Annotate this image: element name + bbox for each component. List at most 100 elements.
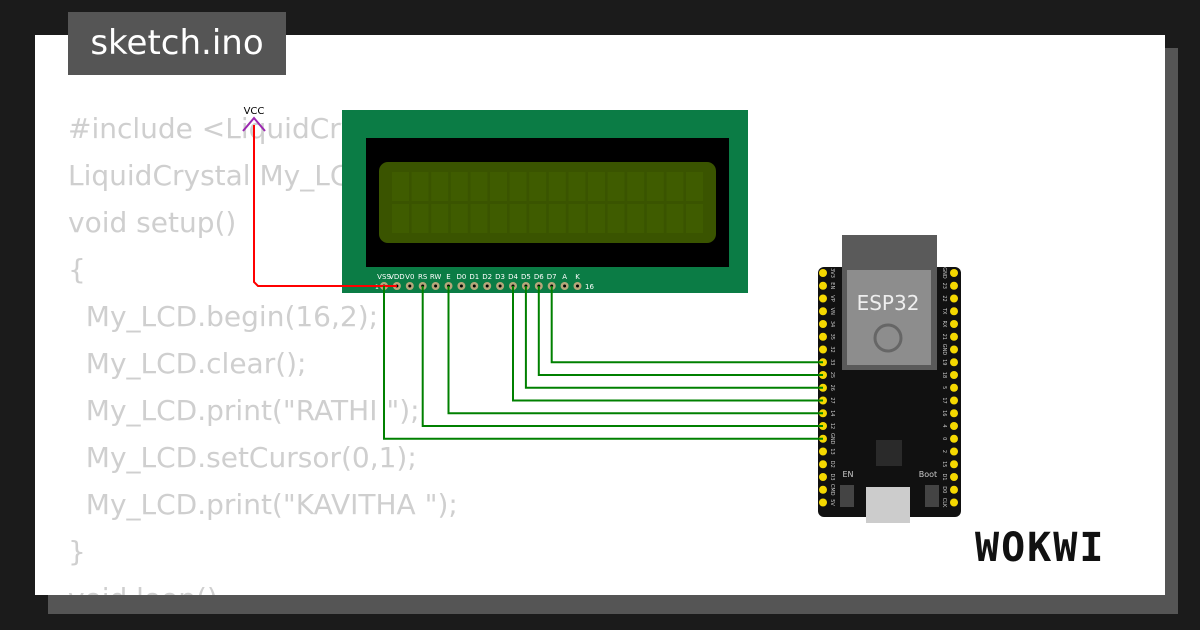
esp32-pin[interactable]	[950, 345, 958, 354]
en-label: EN	[842, 470, 853, 479]
en-button[interactable]	[840, 485, 854, 507]
boot-button[interactable]	[925, 485, 939, 507]
esp32-pin[interactable]	[819, 485, 827, 494]
esp32-pin-label: 3V3	[829, 268, 835, 278]
esp32-pin[interactable]	[819, 294, 827, 303]
esp32-pin-label: 34	[829, 321, 835, 327]
esp32-pin-label: EN	[829, 282, 835, 289]
wire-vss-gnd[interactable]	[383, 286, 823, 440]
esp32-pin[interactable]	[950, 332, 958, 341]
lcd-cell	[490, 172, 507, 201]
esp32-pin[interactable]	[950, 358, 958, 367]
lcd-cell	[548, 204, 566, 233]
esp32-pin-label: VN	[829, 308, 835, 315]
lcd-cell	[450, 204, 468, 233]
wire-rs-12[interactable]	[421, 286, 823, 427]
esp32-pin[interactable]	[950, 320, 958, 328]
esp32-pin-label: 18	[941, 372, 947, 378]
esp32-pin[interactable]	[819, 345, 827, 354]
esp32-pin[interactable]	[950, 409, 958, 418]
wire-d5-26[interactable]	[524, 286, 823, 389]
espressif-logo-icon	[873, 323, 903, 353]
esp32-pin[interactable]	[950, 383, 958, 392]
esp32-pin[interactable]	[950, 460, 958, 469]
esp32-pin[interactable]	[950, 371, 958, 379]
esp32-pin-label: GND	[941, 267, 947, 279]
esp32-board[interactable]: ESP32 EN Boot 3V3ENVPVN34353233252627141…	[818, 235, 961, 523]
wire-e-14[interactable]	[447, 286, 824, 415]
esp32-pin-label: 23	[941, 283, 947, 289]
file-tab-title: sketch.ino	[68, 12, 286, 75]
esp32-pin-label: 32	[829, 346, 835, 352]
esp32-pin-label: GND	[829, 433, 835, 445]
esp32-pin[interactable]	[950, 269, 958, 277]
esp32-pin-label: D2	[829, 461, 835, 468]
esp32-pin-label: 27	[829, 397, 835, 403]
esp32-pin[interactable]	[819, 460, 827, 469]
esp32-pin[interactable]	[950, 281, 958, 290]
esp32-pin[interactable]	[819, 269, 827, 277]
lcd-cell	[686, 204, 703, 233]
lcd-cell	[392, 204, 409, 233]
esp32-pin[interactable]	[819, 281, 827, 290]
lcd-pin-label: K	[575, 273, 580, 281]
esp32-pin[interactable]	[950, 294, 958, 303]
lcd-cell	[568, 172, 586, 201]
wire-vdd-vcc[interactable]	[253, 125, 397, 287]
lcd-cell	[627, 204, 645, 233]
esp32-pin[interactable]	[819, 320, 827, 328]
esp32-pin[interactable]	[819, 332, 827, 341]
wire-d4-27[interactable]	[512, 286, 823, 402]
lcd-cell	[392, 172, 409, 201]
esp32-pin-label: 19	[941, 359, 947, 365]
esp32-pin-label: D3	[829, 473, 835, 480]
esp32-pin-label: TX	[941, 307, 947, 315]
lcd-cell	[470, 172, 488, 201]
esp32-pin[interactable]	[950, 307, 958, 316]
lcd-pin-label: D1	[469, 273, 479, 281]
lcd-cell	[588, 204, 605, 233]
esp32-pin-label: D0	[941, 486, 947, 493]
esp32-pin[interactable]	[950, 422, 958, 430]
esp32-pin[interactable]	[950, 485, 958, 494]
lcd-cell	[509, 172, 527, 201]
lcd-cell	[490, 204, 507, 233]
boot-label: Boot	[919, 470, 937, 479]
esp32-pin[interactable]	[950, 473, 958, 481]
lcd-pin-first-label: 1	[375, 284, 379, 291]
lcd-pin-label: D6	[534, 273, 544, 281]
lcd-cell	[431, 204, 449, 233]
esp32-pin-label: GND	[941, 344, 947, 356]
code-line: {	[68, 253, 86, 286]
lcd-pin-label: V0	[405, 273, 414, 281]
esp32-chip-label: ESP32	[857, 291, 920, 315]
esp32-pin-label: 33	[829, 359, 835, 365]
wokwi-logo: WOKWI	[975, 525, 1106, 571]
esp32-pin[interactable]	[950, 447, 958, 456]
esp32-pin-label: 2	[941, 450, 947, 453]
lcd-cell	[588, 172, 605, 201]
lcd-cell	[686, 172, 703, 201]
esp32-pin-label: 12	[829, 423, 835, 429]
esp32-pin-label: RX	[941, 321, 947, 328]
code-line: My_LCD.clear();	[68, 347, 307, 380]
esp32-pin[interactable]	[819, 498, 827, 507]
esp32-pin[interactable]	[819, 447, 827, 456]
wire-d6-25[interactable]	[537, 286, 823, 376]
esp32-pin[interactable]	[819, 473, 827, 481]
esp32-pin[interactable]	[819, 307, 827, 316]
lcd-cell	[450, 172, 468, 201]
wire-d7-33[interactable]	[550, 286, 823, 364]
lcd-pin-label: RS	[418, 273, 428, 281]
esp32-pin[interactable]	[950, 434, 958, 443]
esp32-pin[interactable]	[950, 396, 958, 405]
lcd-pin-label: D5	[521, 273, 531, 281]
lcd-pin-label: D2	[482, 273, 492, 281]
vcc-arrow-icon	[242, 116, 266, 132]
lcd-pin-label: D7	[547, 273, 557, 281]
code-line: }	[68, 535, 86, 568]
lcd-pin-label: VSS	[377, 273, 391, 281]
esp32-pin[interactable]	[950, 498, 958, 507]
